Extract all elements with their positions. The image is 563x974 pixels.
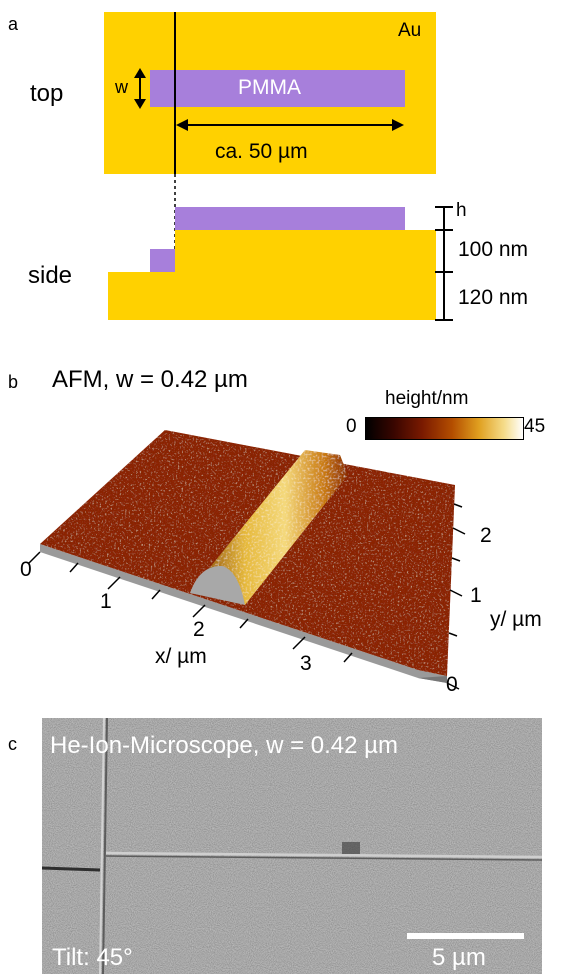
width-symbol: w (115, 77, 128, 97)
afm-title: AFM, w = 0.42 µm (52, 366, 248, 393)
step-edge (99, 718, 105, 974)
scale-bar (407, 933, 524, 939)
tilt-label: Tilt: 45° (52, 944, 133, 971)
side-view-top-gold (175, 230, 436, 274)
y-tick-1: 1 (470, 584, 482, 607)
x-tick-2: 2 (193, 618, 205, 641)
colorbar-min: 0 (346, 416, 357, 437)
side-view-label: side (28, 262, 73, 289)
afm-pmma-ridge (190, 450, 348, 605)
sem-noise (42, 718, 542, 974)
step-edge-shadow (102, 718, 108, 974)
thickness-top-label: 100 nm (458, 238, 529, 261)
y-axis-label: y/ µm (490, 608, 542, 631)
width-arrow-head-up (134, 68, 146, 78)
left-wire-segment (42, 866, 101, 872)
y-axis-ticks (446, 503, 466, 690)
panel-b-letter: b (8, 372, 19, 392)
pmma-stripe (105, 851, 542, 859)
scale-bar-label: 5 µm (432, 944, 486, 971)
x-axis-ticks (27, 551, 353, 663)
length-arrow-head-right (392, 119, 404, 131)
y-tick-2: 2 (480, 524, 492, 547)
x-tick-1: 1 (100, 590, 112, 613)
side-view-pmma (175, 207, 405, 230)
length-arrow-head-left (176, 119, 188, 131)
width-arrow-head-down (134, 99, 146, 109)
x-axis-label: x/ µm (155, 645, 207, 668)
x-tick-0: 0 (20, 558, 32, 581)
colorbar-label: height/nm (385, 388, 469, 409)
hem-title: He-Ion-Microscope, w = 0.42 µm (50, 732, 398, 759)
panel-a-letter: a (8, 14, 19, 34)
afm-ridge-cross-section (190, 565, 245, 605)
height-symbol: h (456, 200, 467, 221)
length-label: ca. 50 µm (215, 140, 308, 163)
pmma-label: PMMA (238, 76, 301, 99)
x-tick-3: 3 (300, 652, 312, 675)
y-tick-0: 0 (446, 673, 458, 696)
thickness-bottom-label: 120 nm (458, 286, 529, 309)
side-view-pmma-step (150, 249, 175, 272)
surface-defect (342, 842, 360, 854)
side-view-bottom-gold (108, 272, 436, 320)
helium-ion-micrograph (42, 718, 542, 974)
panel-c-letter: c (8, 734, 17, 754)
top-view-label: top (30, 80, 64, 107)
gold-label: Au (398, 20, 422, 41)
colorbar-max: 45 (524, 416, 546, 437)
afm-corner (418, 676, 447, 683)
schematic-diagram (104, 12, 453, 321)
afm-front-face (40, 544, 447, 683)
colorbar-gradient (365, 417, 524, 440)
top-view-pmma-stripe (150, 70, 405, 107)
pmma-stripe-shadow (105, 855, 542, 861)
afm-surface-plot (27, 430, 466, 690)
